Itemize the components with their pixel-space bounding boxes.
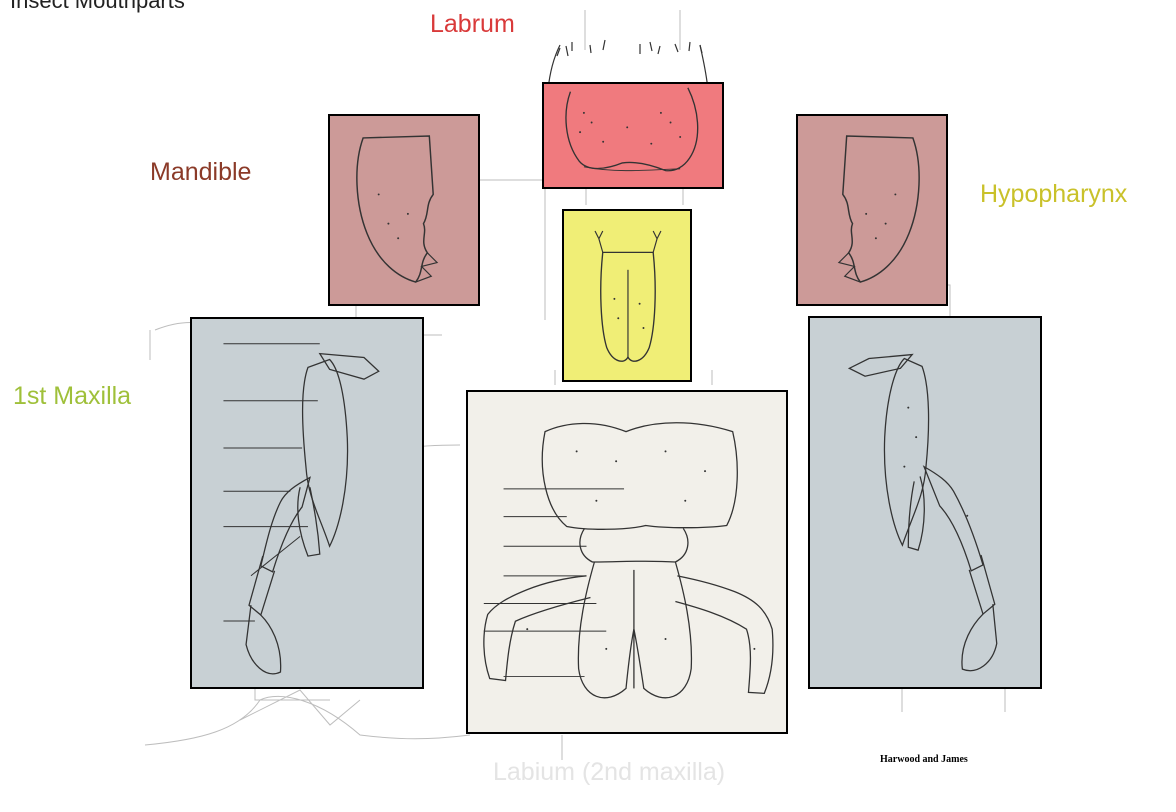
maxilla-right-panel bbox=[808, 316, 1042, 689]
labium-drawing bbox=[468, 392, 786, 732]
hypopharynx-panel bbox=[562, 209, 692, 382]
mandible-right-panel bbox=[796, 114, 948, 306]
mandible-left-panel bbox=[328, 114, 480, 306]
maxilla-right-drawing bbox=[810, 318, 1040, 687]
labium-panel bbox=[466, 390, 788, 734]
labrum-panel bbox=[542, 82, 724, 189]
maxilla-left-panel bbox=[190, 317, 424, 689]
labrum-drawing bbox=[544, 84, 722, 187]
maxilla-left-drawing bbox=[192, 319, 422, 687]
hypopharynx-drawing bbox=[564, 211, 690, 380]
mandible-right-drawing bbox=[798, 116, 946, 304]
mandible-left-drawing bbox=[330, 116, 478, 304]
